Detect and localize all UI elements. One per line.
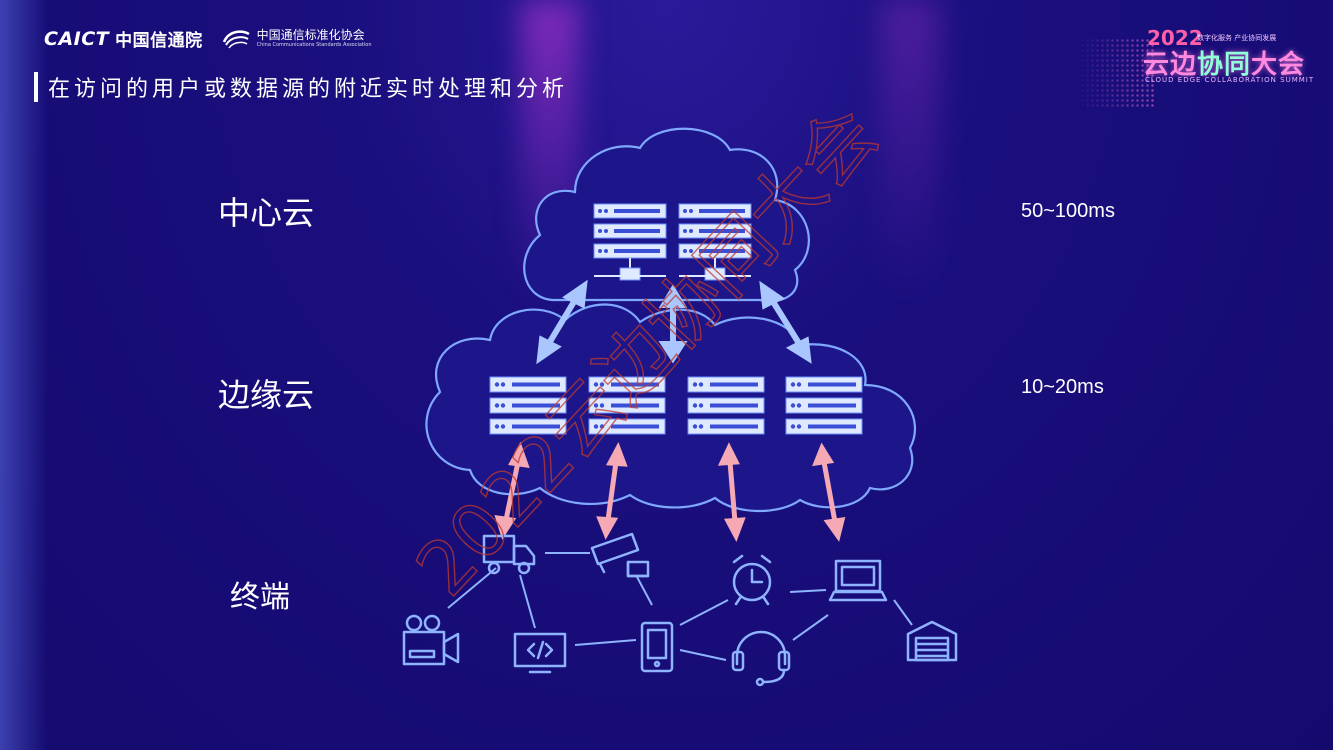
center-edge-arrows — [536, 279, 812, 365]
laptop-icon — [828, 559, 888, 602]
alarm-clock-icon — [732, 554, 772, 606]
layer-label-center-cloud: 中心云 — [218, 194, 315, 232]
device-links — [447, 552, 913, 661]
edge-terminal-arrows — [494, 441, 846, 543]
arrow-head — [658, 341, 688, 364]
summit-name-part3: 大会 — [1251, 50, 1306, 80]
arrow-head — [785, 336, 812, 364]
ccsa-name-cn: 中国通信标准化协会 — [256, 28, 365, 42]
headset-icon — [731, 630, 791, 687]
summit-name: 云边协同大会 — [1143, 44, 1305, 81]
code-monitor-icon — [513, 632, 567, 674]
arrow-head — [759, 280, 785, 310]
layer-label-edge-cloud: 边缘云 — [218, 376, 315, 414]
ccsa-swoosh-icon — [222, 29, 250, 48]
ccsa-logo: 中国通信标准化协会 China Communications Standards… — [221, 28, 372, 50]
title-accent-bar — [34, 72, 38, 102]
latency-edge: 10~20ms — [1021, 376, 1104, 398]
smartphone-icon — [640, 621, 674, 673]
edge-server-rack-4 — [786, 377, 862, 434]
arrow-head — [536, 335, 562, 365]
header: CAICT 中国信通院 中国通信标准化协会 China Communicatio… — [44, 26, 372, 52]
summit-tagline: 数字化服务 产业协同发展 — [1197, 34, 1277, 42]
slide-title-bar: 在访问的用户或数据源的附近实时处理和分析 — [34, 72, 568, 102]
center-edge-arrow-left — [545, 298, 578, 347]
layer-label-terminal: 终端 — [230, 580, 290, 615]
cctv-camera-icon — [590, 532, 650, 578]
truck-icon — [482, 534, 536, 575]
caict-logo-name: 中国信通院 — [115, 31, 203, 51]
summit-name-en: CLOUD EDGE COLLABORATION SUMMIT — [1145, 76, 1315, 84]
latency-center: 50~100ms — [1021, 200, 1115, 222]
summit-year: 2022 — [1147, 26, 1203, 50]
summit-dots-pattern — [1075, 38, 1155, 108]
arrow-head — [562, 279, 588, 309]
caict-logo: CAICT 中国信通院 — [44, 26, 203, 52]
summit-name-part1: 云边 — [1143, 50, 1198, 80]
edge-cloud-shape — [425, 303, 916, 513]
caict-logo-mark: CAICT — [44, 27, 110, 50]
slide-title: 在访问的用户或数据源的附近实时处理和分析 — [48, 77, 569, 102]
center-edge-arrow-right — [769, 298, 803, 347]
video-camera-icon — [402, 614, 460, 666]
ccsa-name-en: China Communications Standards Associati… — [256, 42, 372, 48]
summit-logo: 2022 数字化服务 产业协同发展 云边协同大会 CLOUD EDGE COLL… — [1075, 18, 1315, 113]
arrow-head — [658, 284, 688, 308]
edge-server-rack-3 — [688, 377, 764, 434]
summit-name-part2: 协同 — [1197, 50, 1252, 80]
garage-icon — [906, 620, 958, 662]
